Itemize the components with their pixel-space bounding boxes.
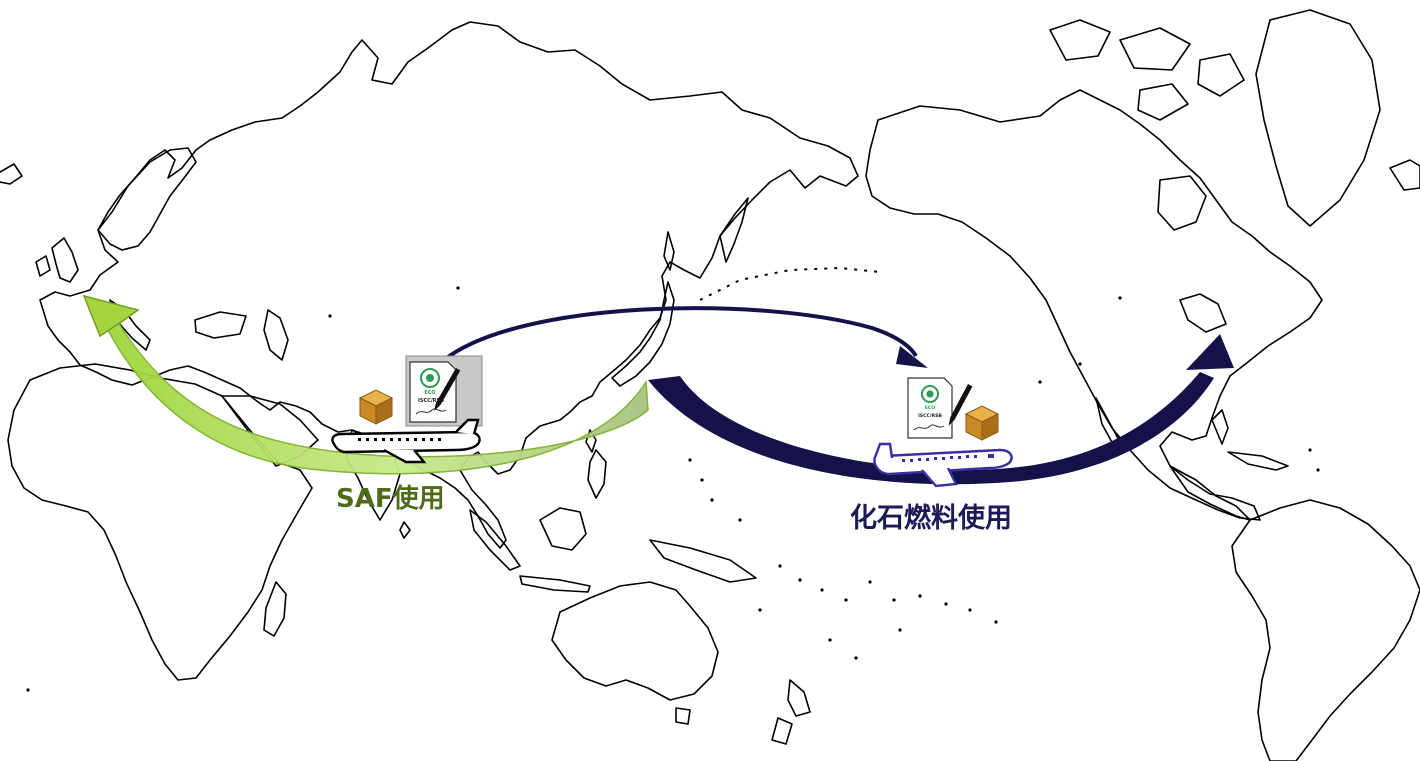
sakhalin-outline <box>663 231 675 271</box>
japan-outline <box>611 281 675 387</box>
cargo-box-icon <box>964 405 1000 441</box>
borneo-outline <box>539 507 587 551</box>
new-guinea-outline <box>649 539 757 583</box>
south-america-outline <box>1231 499 1420 761</box>
certificate-icon: ECO ISCC/RSB <box>405 355 483 427</box>
java-outline <box>519 575 591 593</box>
sumatra-outline <box>469 509 521 571</box>
island-dots <box>26 286 1320 692</box>
cuba-outline <box>1227 451 1289 471</box>
ireland-outline <box>35 255 51 277</box>
saf-route-arrowhead <box>82 294 140 338</box>
cargo-box-icon <box>358 389 394 425</box>
pen-icon <box>948 384 973 426</box>
hudson-bay-outline <box>1157 175 1207 231</box>
iceland-outline <box>0 163 23 185</box>
africa-outline <box>7 363 313 681</box>
arctic-islands-outline <box>1049 19 1245 121</box>
certificate-badge: ECO <box>424 390 435 396</box>
greenland-outline <box>1255 9 1381 227</box>
eurasia-outline <box>39 21 859 549</box>
fossil-route-arrowhead <box>1186 334 1234 370</box>
certificate-badge: ECO <box>925 405 936 411</box>
fossil-route-arrow-body <box>648 372 1214 485</box>
great-lakes-outline <box>1179 293 1227 333</box>
saf-route <box>82 294 649 475</box>
aleutian-islands <box>699 266 881 301</box>
certificate-transfer-arc <box>442 306 918 362</box>
florida-outline <box>1211 409 1229 445</box>
central-america-outline <box>1169 465 1251 521</box>
landmasses <box>0 9 1420 761</box>
certificate-scheme: ISCC/RSB <box>918 413 942 419</box>
caspian-outline <box>263 309 289 361</box>
north-america-outline <box>865 89 1323 521</box>
certificate-scheme: ISCC/RSB <box>418 398 444 404</box>
certificate-transfer-arrowhead <box>896 346 928 368</box>
black-sea-outline <box>194 311 247 339</box>
kamchatka-outline <box>719 197 749 263</box>
tasmania-outline <box>675 707 691 725</box>
fossil-route-label: 化石燃料使用 <box>850 503 1012 534</box>
philippines-outline <box>587 449 607 499</box>
saf-route-label: SAF使用 <box>336 484 445 514</box>
britain-outline <box>51 237 79 283</box>
sri-lanka-outline <box>399 521 411 539</box>
madagascar-outline <box>263 581 287 637</box>
pen-icon <box>434 368 461 411</box>
fossil-route <box>442 306 1234 485</box>
scandinavia-outline <box>97 147 197 251</box>
airplane-icon <box>872 442 1013 488</box>
airplane-icon <box>331 418 481 464</box>
iceland-right-outline <box>1389 159 1420 191</box>
new-zealand-outline <box>771 679 811 745</box>
australia-outline <box>551 581 719 701</box>
certificate-icon: ECO ISCC/RSB <box>907 377 953 439</box>
